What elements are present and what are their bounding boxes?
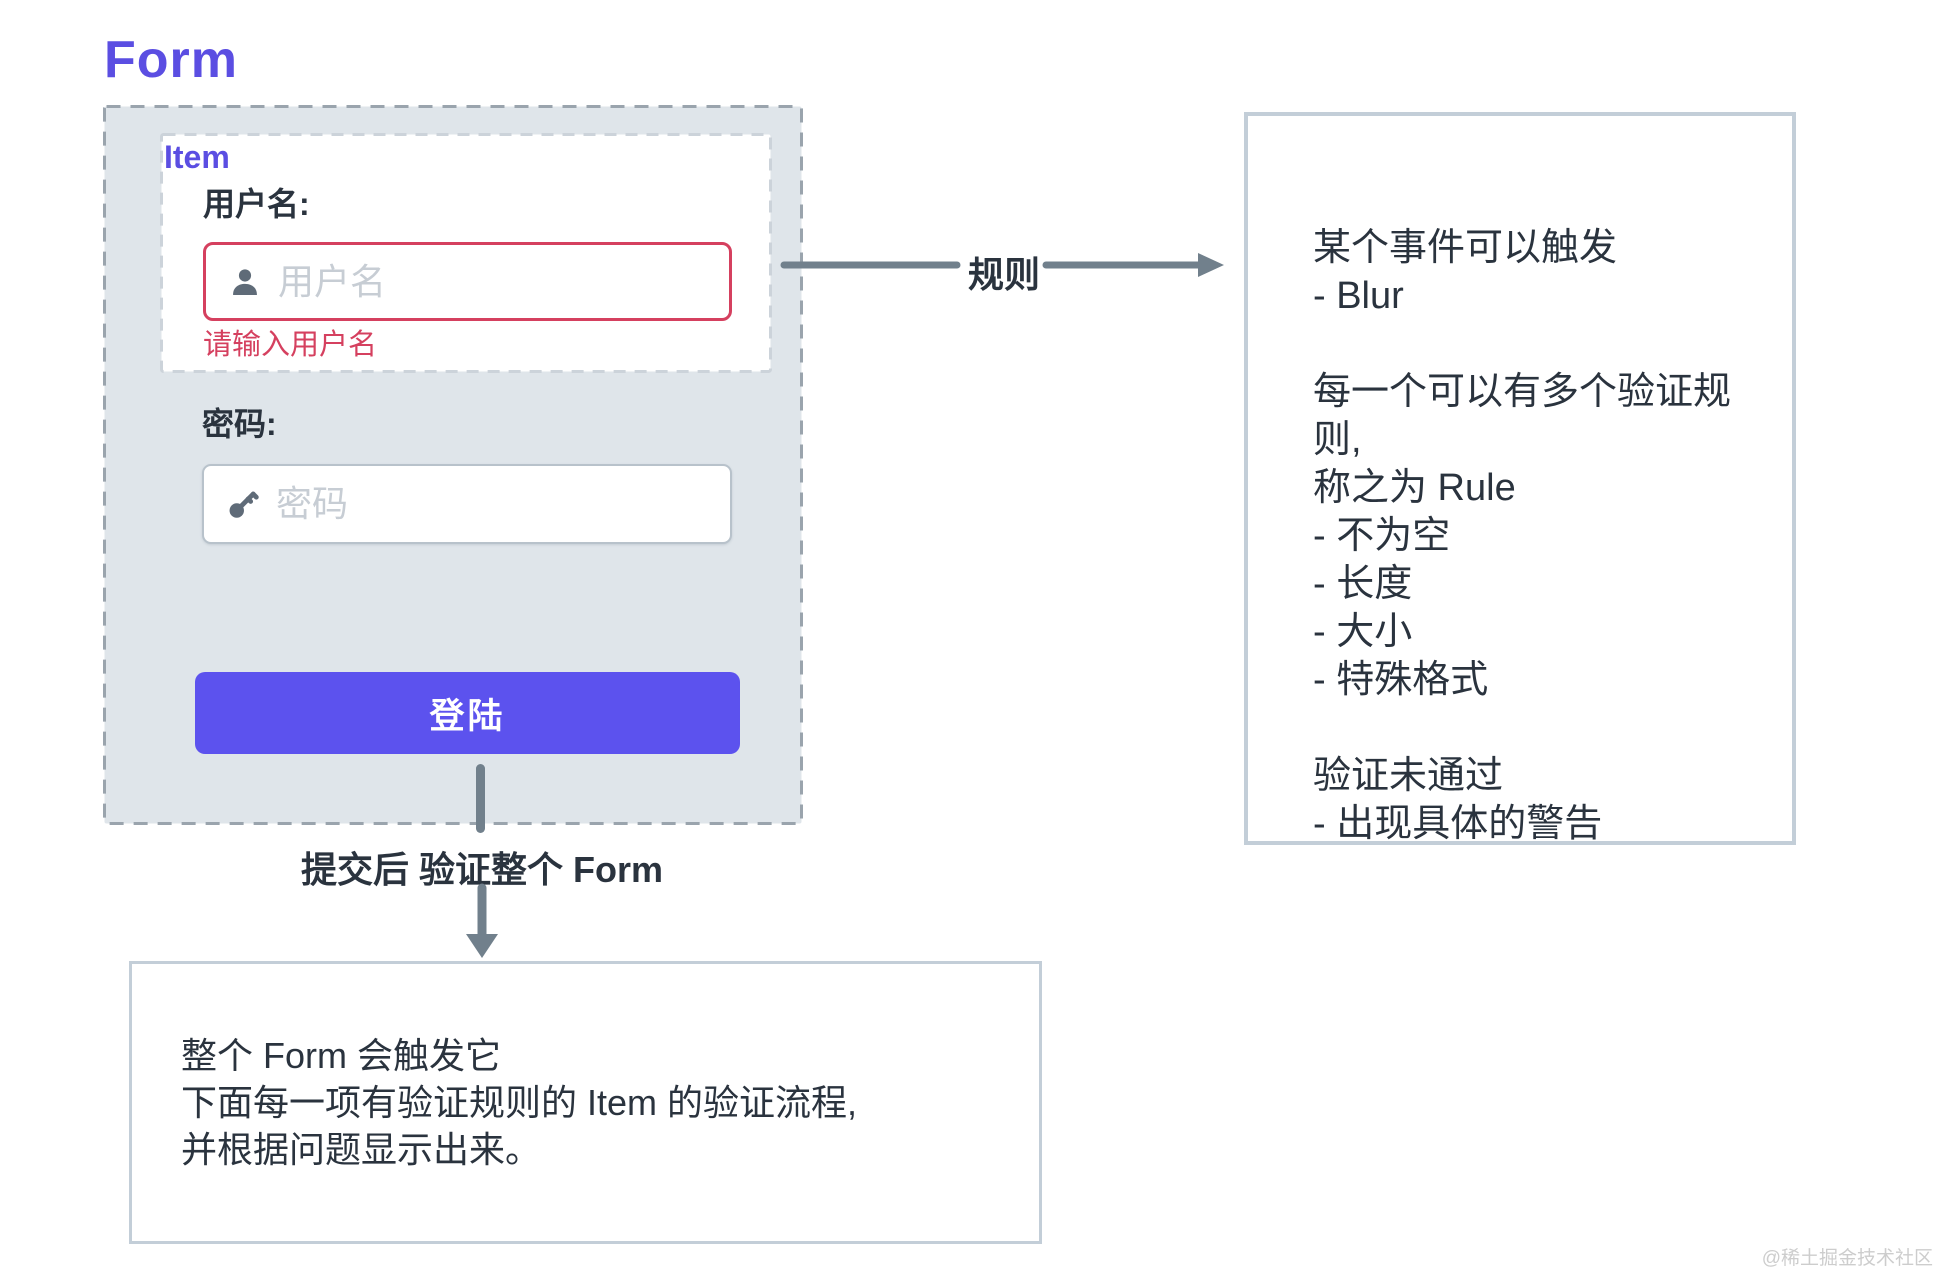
item-label: Item	[164, 139, 230, 175]
rules-paragraph-rules: 每一个可以有多个验证规则, 称之为 Rule - 不为空 - 长度 - 大小 -…	[1313, 371, 1732, 701]
rule-arrow	[780, 253, 1224, 277]
submit-flow-caption: 提交后 验证整个 Form	[300, 849, 663, 890]
rules-panel: 某个事件可以触发 - Blur 每一个可以有多个验证规则, 称之为 Rule -…	[1244, 112, 1796, 845]
username-input[interactable]	[278, 245, 717, 318]
form-validation-panel: 整个 Form 会触发它 下面每一项有验证规则的 Item 的验证流程, 并根据…	[129, 961, 1042, 1244]
login-button[interactable]: 登陆	[195, 672, 740, 754]
password-label: 密码:	[202, 406, 277, 442]
form-item-box: Item 用户名: 请输入用户名	[160, 133, 772, 373]
form-diagram-title: Form	[104, 31, 238, 89]
username-error-text: 请输入用户名	[203, 329, 378, 361]
password-input-box	[202, 464, 732, 544]
rules-paragraph-fail: 验证未通过 - 出现具体的警告	[1313, 755, 1603, 845]
form-outer-box: Item 用户名: 请输入用户名 密码:	[103, 105, 803, 825]
down-arrow	[466, 883, 498, 958]
user-icon	[228, 265, 262, 299]
form-validation-text: 整个 Form 会触发它 下面每一项有验证规则的 Item 的验证流程, 并根据…	[181, 1035, 858, 1170]
rule-arrow-label: 规则	[967, 254, 1040, 295]
password-input[interactable]	[276, 466, 718, 542]
username-input-box	[203, 242, 732, 321]
key-icon	[226, 487, 260, 521]
watermark: @稀土掘金技术社区	[1761, 1248, 1933, 1269]
username-label: 用户名:	[203, 186, 310, 222]
submit-connector-line	[476, 764, 485, 833]
rules-paragraph-trigger: 某个事件可以触发 - Blur	[1313, 227, 1618, 317]
